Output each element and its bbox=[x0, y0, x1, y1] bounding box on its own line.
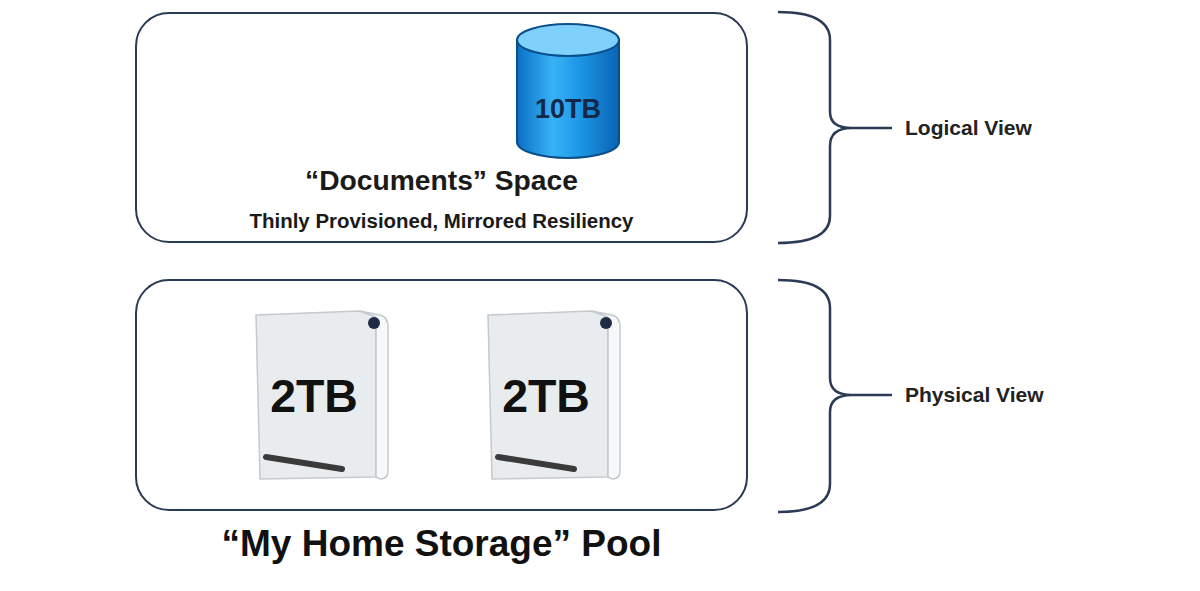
space-subtitle: Thinly Provisioned, Mirrored Resiliency bbox=[137, 209, 746, 233]
volume-cylinder: 10TB bbox=[515, 22, 621, 160]
logical-bracket bbox=[778, 12, 892, 243]
drive-led bbox=[368, 317, 380, 329]
pool-title: “My Home Storage” Pool bbox=[117, 523, 766, 565]
physical-bracket bbox=[778, 280, 892, 512]
drive-stand bbox=[498, 457, 574, 469]
capacity-label: 2TB bbox=[484, 369, 608, 423]
capacity-label: 2TB bbox=[252, 369, 376, 423]
drive-front bbox=[360, 311, 388, 479]
capacity-label: 10TB bbox=[515, 94, 621, 125]
storage-space-box: “Documents” SpaceThinly Provisioned, Mir… bbox=[135, 12, 748, 243]
disk-drive: 2TB bbox=[252, 307, 392, 485]
space-title: “Documents” Space bbox=[137, 164, 746, 197]
drive-front bbox=[592, 311, 620, 479]
disk-drive: 2TB bbox=[484, 307, 624, 485]
storage-pool-box: “My Home Storage” Pool2TB2TB bbox=[135, 279, 748, 511]
cylinder-outline bbox=[515, 22, 621, 160]
cylinder-top bbox=[517, 24, 619, 56]
drive-led bbox=[600, 317, 612, 329]
view-label: Physical View bbox=[905, 383, 1044, 407]
drive-stand bbox=[266, 457, 342, 469]
view-label: Logical View bbox=[905, 116, 1032, 140]
